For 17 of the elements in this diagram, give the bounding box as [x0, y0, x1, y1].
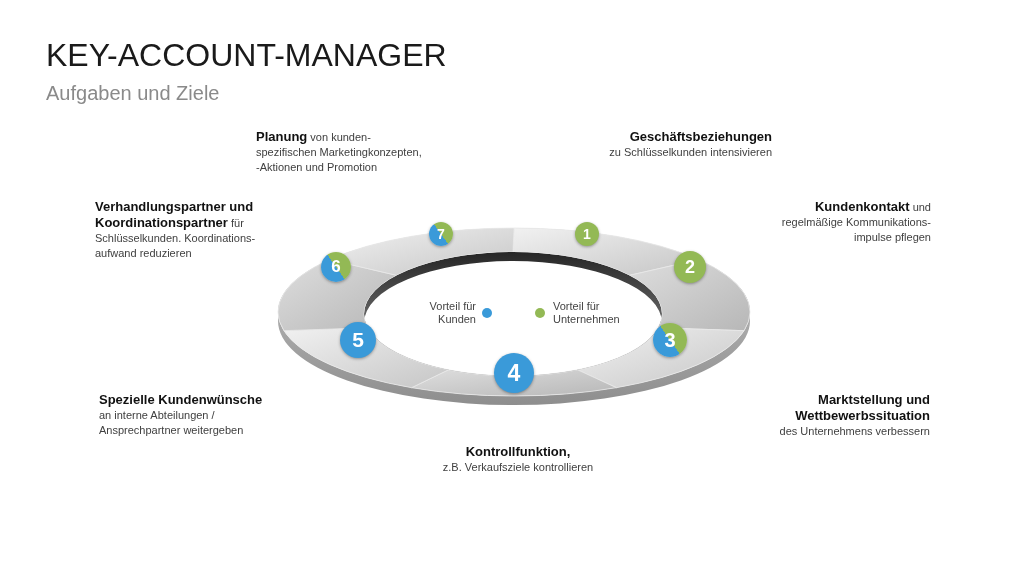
legend-label: Vorteil für Unternehmen: [553, 300, 621, 326]
legend-label: Vorteil für Kunden: [428, 300, 476, 326]
step-marker: 1: [575, 222, 599, 246]
task-heading: Kontrollfunktion,: [465, 444, 571, 460]
task-heading: Marktstellung und Wettbewerbssituation: [794, 392, 930, 424]
title: KEY-ACCOUNT-MANAGER: [46, 37, 447, 73]
task-description: zu Schlüsselkunden intensivieren: [609, 145, 772, 160]
task-heading: Spezielle Kundenwünsche: [99, 392, 263, 408]
task-description: Kundenkontakt und regelmäßige Kommunikations- impulse pflegen: [780, 199, 931, 245]
task-description: an interne Abteilungen / Ansprechpartner weitergeben: [99, 408, 245, 438]
task-description: Planung von kunden- spezifischen Marketingkonzepten, -Aktionen und Promotion: [256, 129, 423, 175]
task-description: Verhandlungspartner und Koordinationspartner für Schlüsselkunden. Koordinations- aufwand reduzieren: [95, 199, 257, 261]
subtitle: Aufgaben und Ziele: [46, 81, 220, 105]
task-description: des Unternehmens verbessern: [779, 424, 930, 439]
step-marker: 4: [494, 353, 534, 393]
task-description: z.B. Verkaufsziele kontrollieren: [442, 460, 594, 475]
task-heading: Geschäftsbeziehungen: [629, 129, 772, 145]
